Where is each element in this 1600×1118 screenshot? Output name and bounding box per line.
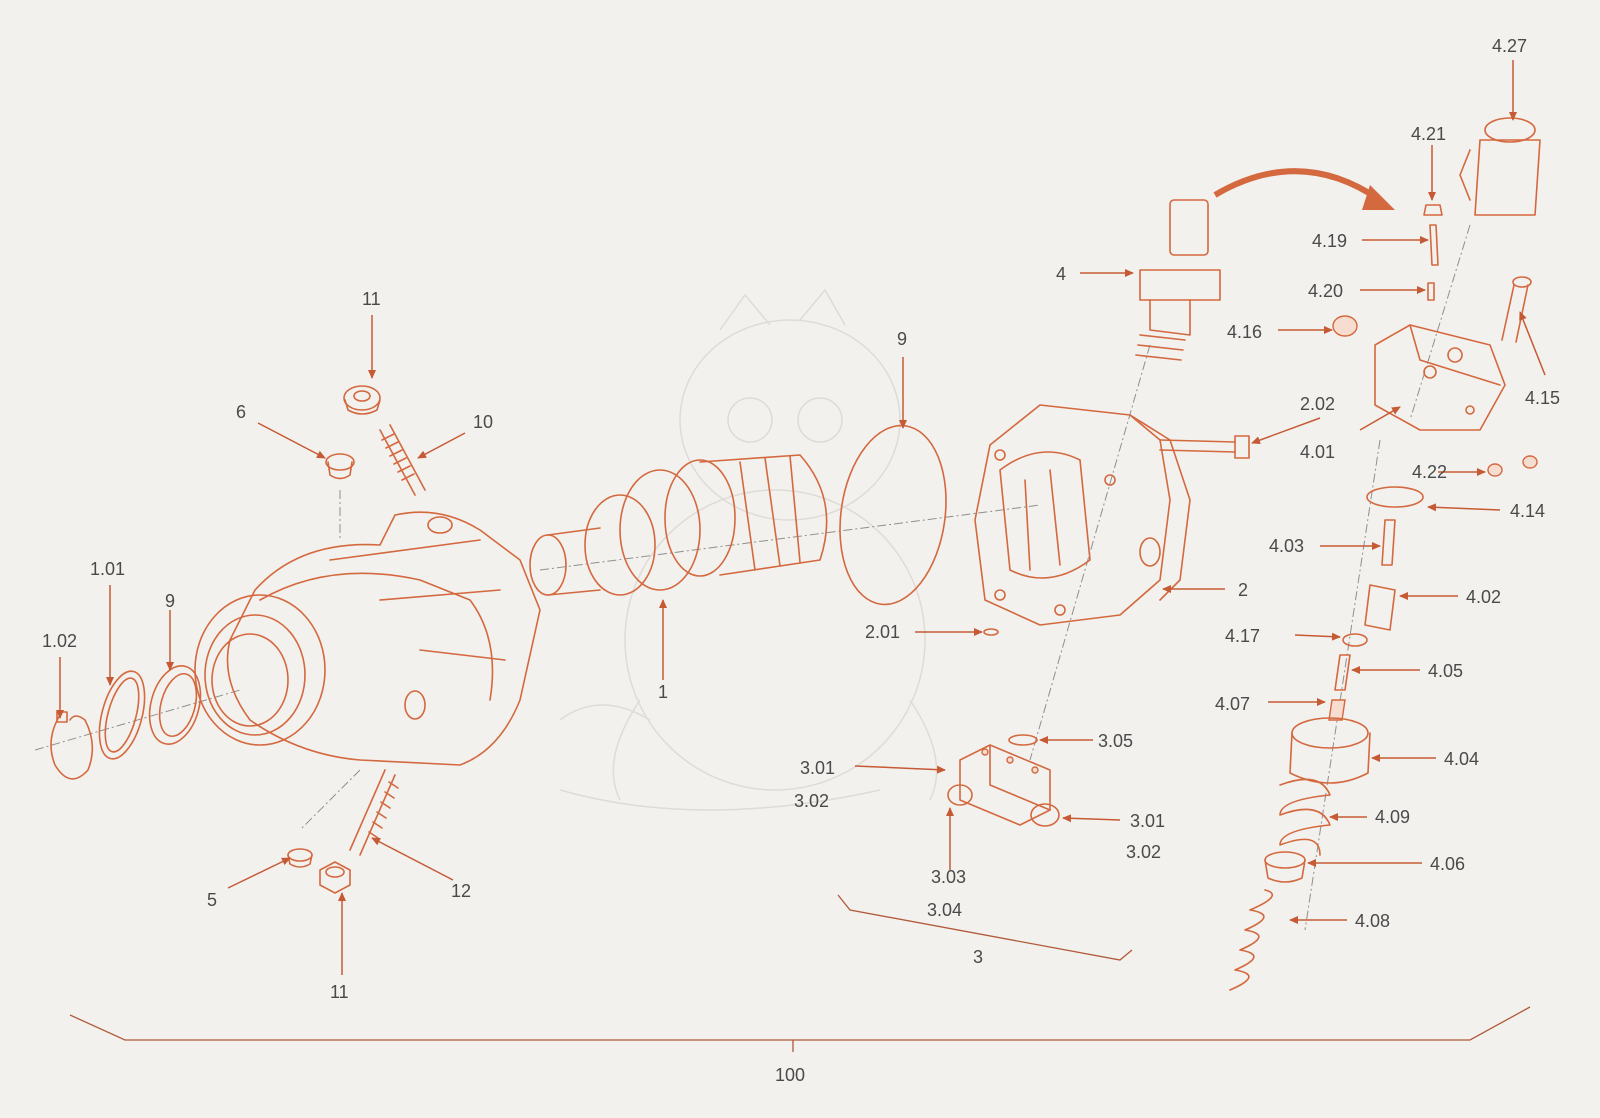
label-4-04: 4.04 — [1444, 749, 1479, 769]
spring-seat-4-04 — [1289, 717, 1371, 784]
label-4-19: 4.19 — [1312, 231, 1347, 251]
label-9-ring: 9 — [165, 591, 175, 611]
label-3-05: 3.05 — [1098, 731, 1133, 751]
label-3-02-left: 3.02 — [794, 791, 829, 811]
plug-bottom — [287, 848, 313, 868]
label-4-05: 4.05 — [1428, 661, 1463, 681]
oring-4-14 — [1366, 486, 1424, 508]
rotor-shaft — [529, 454, 828, 596]
plug-top — [325, 453, 355, 480]
label-4-22: 4.22 — [1412, 462, 1447, 482]
retaining-clip — [50, 711, 94, 780]
control-valve-4 — [1135, 199, 1221, 361]
label-1-02: 1.02 — [42, 631, 77, 651]
label-4-21: 4.21 — [1411, 124, 1446, 144]
small-oring-2-01 — [983, 628, 999, 636]
nut-top — [343, 385, 381, 415]
plugs-4-22 — [1487, 455, 1538, 477]
gasket-disc — [839, 424, 947, 606]
spool-parts-4-03-4-02 — [1328, 519, 1396, 721]
label-9-disc: 9 — [897, 329, 907, 349]
leader-lines — [56, 60, 1546, 975]
shim-ring — [98, 670, 146, 760]
threaded-stud-top — [379, 424, 426, 496]
label-4-17: 4.17 — [1225, 626, 1260, 646]
valve-block — [947, 744, 1060, 827]
threaded-stud-bottom — [349, 769, 399, 856]
bolt-2-02 — [1159, 435, 1250, 459]
label-4-02: 4.02 — [1466, 587, 1501, 607]
label-3-04: 3.04 — [927, 900, 962, 920]
solenoid-4-27 — [1459, 117, 1541, 216]
spring-seat-4-06 — [1264, 851, 1306, 883]
callout-labels: 4.27 4.21 4.19 4 4.20 4.16 4.15 4.01 4.2… — [42, 36, 1560, 1085]
port-plate — [974, 404, 1191, 626]
screw-4-15 — [1501, 276, 1532, 343]
label-3-01-right: 3.01 — [1130, 811, 1165, 831]
assembly-brackets — [69, 894, 1531, 1052]
control-body-4-01 — [1374, 324, 1506, 431]
background-watermark — [559, 288, 938, 811]
label-4-01: 4.01 — [1300, 442, 1335, 462]
label-10: 10 — [473, 412, 493, 432]
label-11-bottom: 11 — [330, 982, 349, 1002]
label-5: 5 — [207, 890, 217, 910]
label-3-03: 3.03 — [931, 867, 966, 887]
label-11-top: 11 — [362, 289, 381, 309]
seal-ring — [148, 665, 202, 745]
label-4: 4 — [1056, 264, 1066, 284]
spring-4-08 — [1229, 889, 1274, 991]
label-4-06: 4.06 — [1430, 854, 1465, 874]
label-4-07: 4.07 — [1215, 694, 1250, 714]
label-2-01: 2.01 — [865, 622, 900, 642]
label-4-16: 4.16 — [1227, 322, 1262, 342]
plug-4-16 — [1332, 315, 1358, 337]
label-1: 1 — [658, 682, 668, 702]
spring-4-09 — [1279, 778, 1331, 856]
label-4-27: 4.27 — [1492, 36, 1527, 56]
label-100: 100 — [775, 1065, 805, 1085]
label-4-08: 4.08 — [1355, 911, 1390, 931]
label-2-02: 2.02 — [1300, 394, 1335, 414]
label-4-09: 4.09 — [1375, 807, 1410, 827]
small-parts-4-19-4-21 — [1423, 204, 1443, 301]
nut-bottom — [319, 861, 351, 894]
oring-3-05 — [1008, 734, 1038, 746]
label-4-15: 4.15 — [1525, 388, 1560, 408]
label-3-02-right: 3.02 — [1126, 842, 1161, 862]
redirect-arrow — [1213, 168, 1395, 210]
label-4-20: 4.20 — [1308, 281, 1343, 301]
label-6: 6 — [236, 402, 246, 422]
label-4-03: 4.03 — [1269, 536, 1304, 556]
label-12: 12 — [451, 881, 471, 901]
main-housing — [194, 511, 541, 766]
label-3-01-left: 3.01 — [800, 758, 835, 778]
label-1-01: 1.01 — [90, 559, 125, 579]
label-4-14: 4.14 — [1510, 501, 1545, 521]
label-2: 2 — [1238, 580, 1248, 600]
label-3: 3 — [973, 947, 983, 967]
